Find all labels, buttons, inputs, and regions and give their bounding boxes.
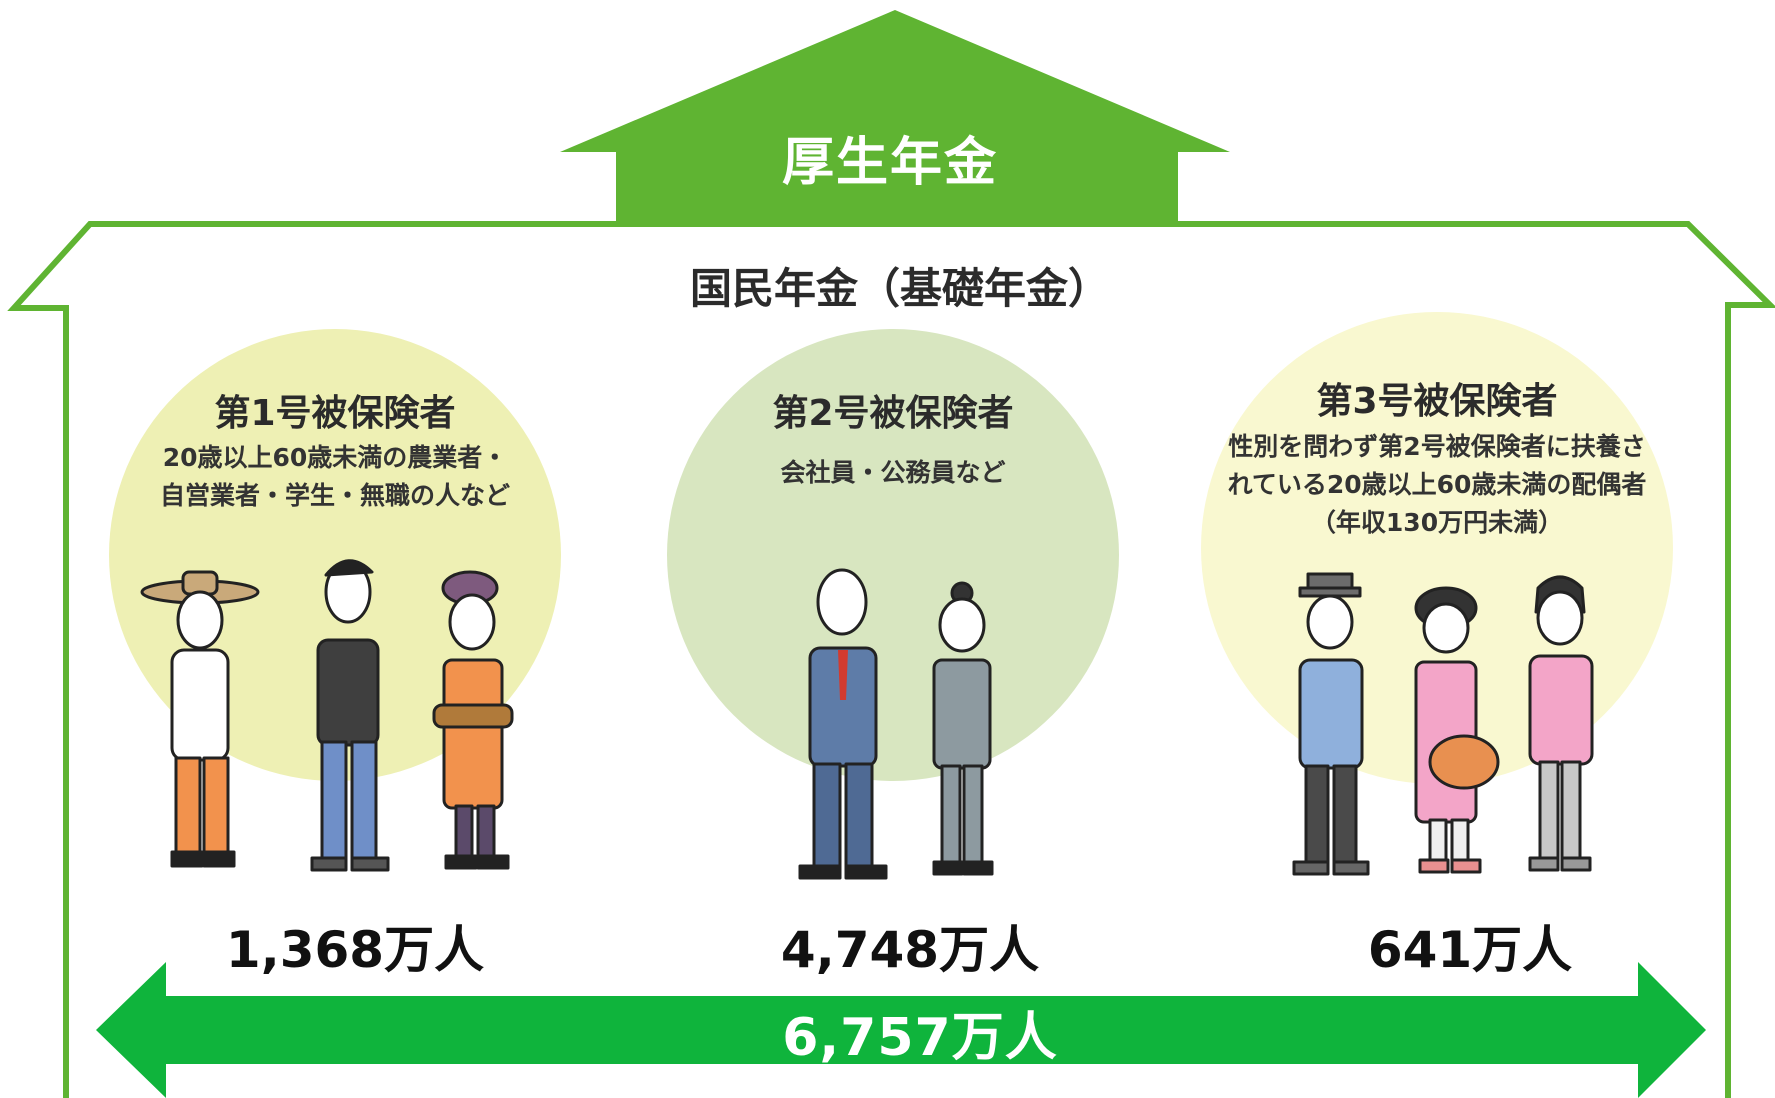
group3-desc-line: れている20歳以上60歳未満の配偶者 <box>1227 470 1647 499</box>
group2-circle <box>667 329 1119 781</box>
group1-count: 1,368万人 <box>225 921 485 979</box>
group2-description: 会社員・公務員など <box>693 454 1093 492</box>
group1-people-illustration <box>140 559 514 872</box>
kosei-nenkin-label: 厚生年金 <box>781 133 998 193</box>
group2-people-illustration <box>798 568 994 880</box>
group3-description: 性別を問わず第2号被保険者に扶養さ れている20歳以上60歳未満の配偶者 （年収… <box>1187 428 1687 542</box>
group3-title: 第3号被保険者 <box>1316 381 1558 422</box>
kokumin-nenkin-house <box>7 221 1775 1098</box>
kokumin-nenkin-label: 国民年金（基礎年金） <box>689 264 1110 313</box>
total-count: 6,757万人 <box>782 1008 1058 1068</box>
group3-count: 641万人 <box>1367 921 1573 979</box>
total-double-arrow <box>96 962 1706 1098</box>
group3-desc-line: 性別を問わず第2号被保険者に扶養さ <box>1228 432 1646 461</box>
group1-description: 20歳以上60歳未満の農業者・ 自営業者・学生・無職の人など <box>105 439 565 515</box>
group3-desc-line: （年収130万円未満） <box>1310 508 1564 537</box>
group2-title: 第2号被保険者 <box>772 393 1014 434</box>
group1-title: 第1号被保険者 <box>214 393 456 434</box>
kosei-nenkin-arrow <box>560 10 1230 226</box>
group2-count: 4,748万人 <box>780 921 1040 979</box>
group1-desc-line: 自営業者・学生・無職の人など <box>159 481 510 510</box>
group3-people-illustration <box>1292 572 1594 876</box>
group2-desc-line: 会社員・公務員など <box>780 458 1006 487</box>
group1-desc-line: 20歳以上60歳未満の農業者・ <box>162 443 508 472</box>
